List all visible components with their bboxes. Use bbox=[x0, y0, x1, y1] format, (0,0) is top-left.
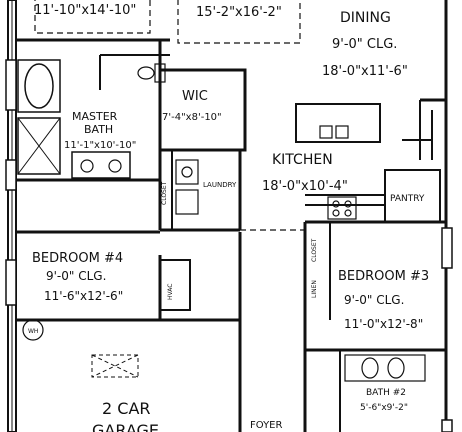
laundry-label: LAUNDRY bbox=[203, 181, 237, 189]
shower-icon bbox=[17, 117, 61, 175]
bath2-dims: 5'-6"x9'-2" bbox=[360, 403, 408, 413]
master-bath-line1: MASTER bbox=[72, 110, 118, 123]
bedroom4-dims: 11'-6"x12'-6" bbox=[44, 289, 123, 303]
kitchen-name: KITCHEN bbox=[272, 152, 333, 168]
bath2-fixtures-icon bbox=[344, 354, 426, 382]
room-labels: 11'-10"x14'-10" 15'-2"x16'-2" DINING 9'-… bbox=[28, 3, 429, 432]
water-heater-icon bbox=[22, 319, 44, 341]
bedroom3-dims: 11'-0"x12'-8" bbox=[344, 317, 423, 331]
garage-line1: 2 CAR bbox=[102, 399, 151, 418]
bedroom4-clg: 9'-0" CLG. bbox=[46, 269, 106, 283]
ceiling-outlines bbox=[34, 0, 305, 231]
wic-name: WIC bbox=[182, 89, 208, 104]
master-bath-line2: BATH bbox=[84, 123, 113, 136]
walls bbox=[5, 0, 453, 432]
vanity-icon bbox=[71, 151, 131, 179]
dining-clg: 9'-0" CLG. bbox=[332, 37, 397, 52]
pantry-label: PANTRY bbox=[390, 194, 425, 204]
top-center-dims: 15'-2"x16'-2" bbox=[196, 5, 282, 20]
closet-left-label: CLOSET bbox=[161, 181, 168, 205]
range-icon bbox=[327, 196, 357, 220]
kitchen-island bbox=[295, 103, 381, 143]
top-left-dims: 11'-10"x14'-10" bbox=[34, 3, 136, 18]
kitchen-dims: 18'-0"x10'-4" bbox=[262, 179, 348, 194]
bedroom3-clg: 9'-0" CLG. bbox=[344, 293, 404, 307]
wh-label: WH bbox=[28, 328, 38, 335]
bathtub-icon bbox=[17, 59, 61, 113]
toilet-icon bbox=[137, 63, 166, 83]
washer-dryer-icon bbox=[175, 159, 199, 215]
hvac-label: HVAC bbox=[167, 284, 174, 300]
garage-opener-mark bbox=[91, 354, 139, 378]
garage-line2: GARAGE bbox=[92, 421, 159, 432]
bath2-name: BATH #2 bbox=[366, 388, 406, 398]
dining-dims: 18'-0"x11'-6" bbox=[322, 64, 408, 79]
wic-dims: 7'-4"x8'-10" bbox=[162, 112, 222, 123]
master-bath-dims: 11'-1"x10'-10" bbox=[64, 140, 136, 151]
foyer-label: FOYER bbox=[250, 420, 283, 431]
closet-right-label: CLOSET bbox=[311, 238, 318, 262]
dining-name: DINING bbox=[340, 10, 391, 26]
bedroom4-name: BEDROOM #4 bbox=[32, 251, 123, 266]
bedroom3-name: BEDROOM #3 bbox=[338, 269, 429, 284]
linen-label: LINEN bbox=[311, 280, 318, 298]
